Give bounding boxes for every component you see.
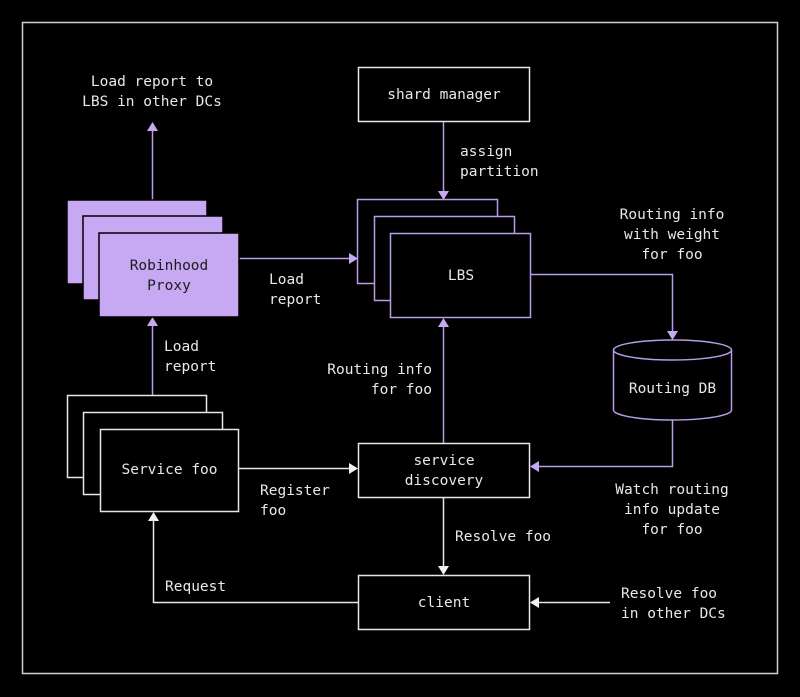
label-shard-to-lbs: assign partition <box>460 144 539 180</box>
arrowhead-down <box>438 191 449 200</box>
label-line: Request <box>165 579 226 595</box>
label-line: foo <box>260 503 286 519</box>
node-routing-db[interactable]: Routing DB <box>612 339 733 421</box>
edge-proxy-to-lbs <box>238 253 358 264</box>
arrowhead-up <box>147 317 158 326</box>
arrowhead-up <box>147 122 158 131</box>
label-proxy-to-other-dcs: Load report to LBS in other DCs <box>82 74 222 110</box>
node-label: client <box>418 595 470 611</box>
label-line: for foo <box>641 522 702 538</box>
label-line: Load <box>164 339 199 355</box>
label-other-dcs-to-client: Resolve foo in other DCs <box>621 586 726 622</box>
label-line: LBS in other DCs <box>82 94 222 110</box>
arrowhead-down <box>438 566 449 575</box>
label-db-to-discovery: Watch routing info update for foo <box>615 482 729 538</box>
label-service-to-proxy: Load report <box>164 339 216 375</box>
edge-shard-to-lbs <box>438 121 449 200</box>
edge-lbs-to-routing-db <box>530 273 678 340</box>
label-line: Resolve foo <box>455 529 551 545</box>
label-line: for foo <box>641 247 702 263</box>
arrowhead-left <box>530 597 539 608</box>
label-line: for foo <box>371 382 432 398</box>
label-line: Routing info <box>620 207 725 223</box>
stack-layer-front <box>389 232 532 319</box>
edge-service-to-proxy <box>147 317 158 395</box>
label-line: Watch routing <box>615 482 729 498</box>
node-service-foo[interactable]: Service foo <box>66 394 240 513</box>
node-shard-manager[interactable]: shard manager <box>357 66 531 123</box>
node-label-line-1: Robinhood <box>130 258 209 274</box>
node-label: LBS <box>448 268 474 284</box>
label-client-to-service: Request <box>165 579 226 595</box>
label-line: Load <box>269 272 304 288</box>
label-line: with weight <box>624 227 720 243</box>
edge-service-to-discovery <box>238 463 358 474</box>
node-robinhood-proxy[interactable]: Robinhood Proxy <box>66 199 240 318</box>
label-line: report <box>164 359 216 375</box>
node-client[interactable]: client <box>357 574 531 631</box>
label-line: in other DCs <box>621 606 726 622</box>
edge-discovery-to-lbs <box>438 318 449 443</box>
arrowhead-down <box>667 331 678 340</box>
edge-other-dcs-to-client <box>530 597 610 608</box>
node-label-line-2: discovery <box>405 473 484 489</box>
stack-layer-front <box>98 232 240 318</box>
arrowhead-left <box>530 461 539 472</box>
edge-proxy-to-other-dcs <box>147 122 158 200</box>
arrowhead-up <box>148 512 159 521</box>
label-lbs-to-db: Routing info with weight for foo <box>620 207 725 263</box>
arrowhead-right <box>349 463 358 474</box>
arrowhead-up <box>438 318 449 327</box>
outer-frame <box>21 21 779 675</box>
label-line: Resolve foo <box>621 586 717 602</box>
label-line: report <box>269 292 321 308</box>
node-label: shard manager <box>387 87 501 103</box>
label-line: partition <box>460 164 539 180</box>
label-line: Load report to <box>91 74 213 90</box>
stack-layer-front <box>99 428 240 513</box>
arrowhead-right <box>349 253 358 264</box>
edge-discovery-to-client <box>438 497 449 575</box>
label-line: assign <box>460 144 512 160</box>
edge-client-to-service <box>148 512 358 604</box>
label-line: info update <box>624 502 720 518</box>
label-proxy-to-lbs: Load report <box>269 272 321 308</box>
edge-routing-db-to-discovery <box>530 420 674 472</box>
label-discovery-to-lbs: Routing info for foo <box>327 362 432 398</box>
label-line: Routing info <box>327 362 432 378</box>
node-lbs[interactable]: LBS <box>356 198 532 319</box>
label-line: Register <box>260 483 330 499</box>
label-service-to-discovery: Register foo <box>260 483 330 519</box>
node-label-line-1: service <box>413 453 474 469</box>
node-label: Routing DB <box>629 381 717 397</box>
cylinder-top <box>612 339 733 361</box>
node-label-line-2: Proxy <box>147 278 191 294</box>
node-label: Service foo <box>121 462 217 478</box>
node-service-discovery[interactable]: service discovery <box>357 442 531 499</box>
label-discovery-to-client: Resolve foo <box>455 529 551 545</box>
